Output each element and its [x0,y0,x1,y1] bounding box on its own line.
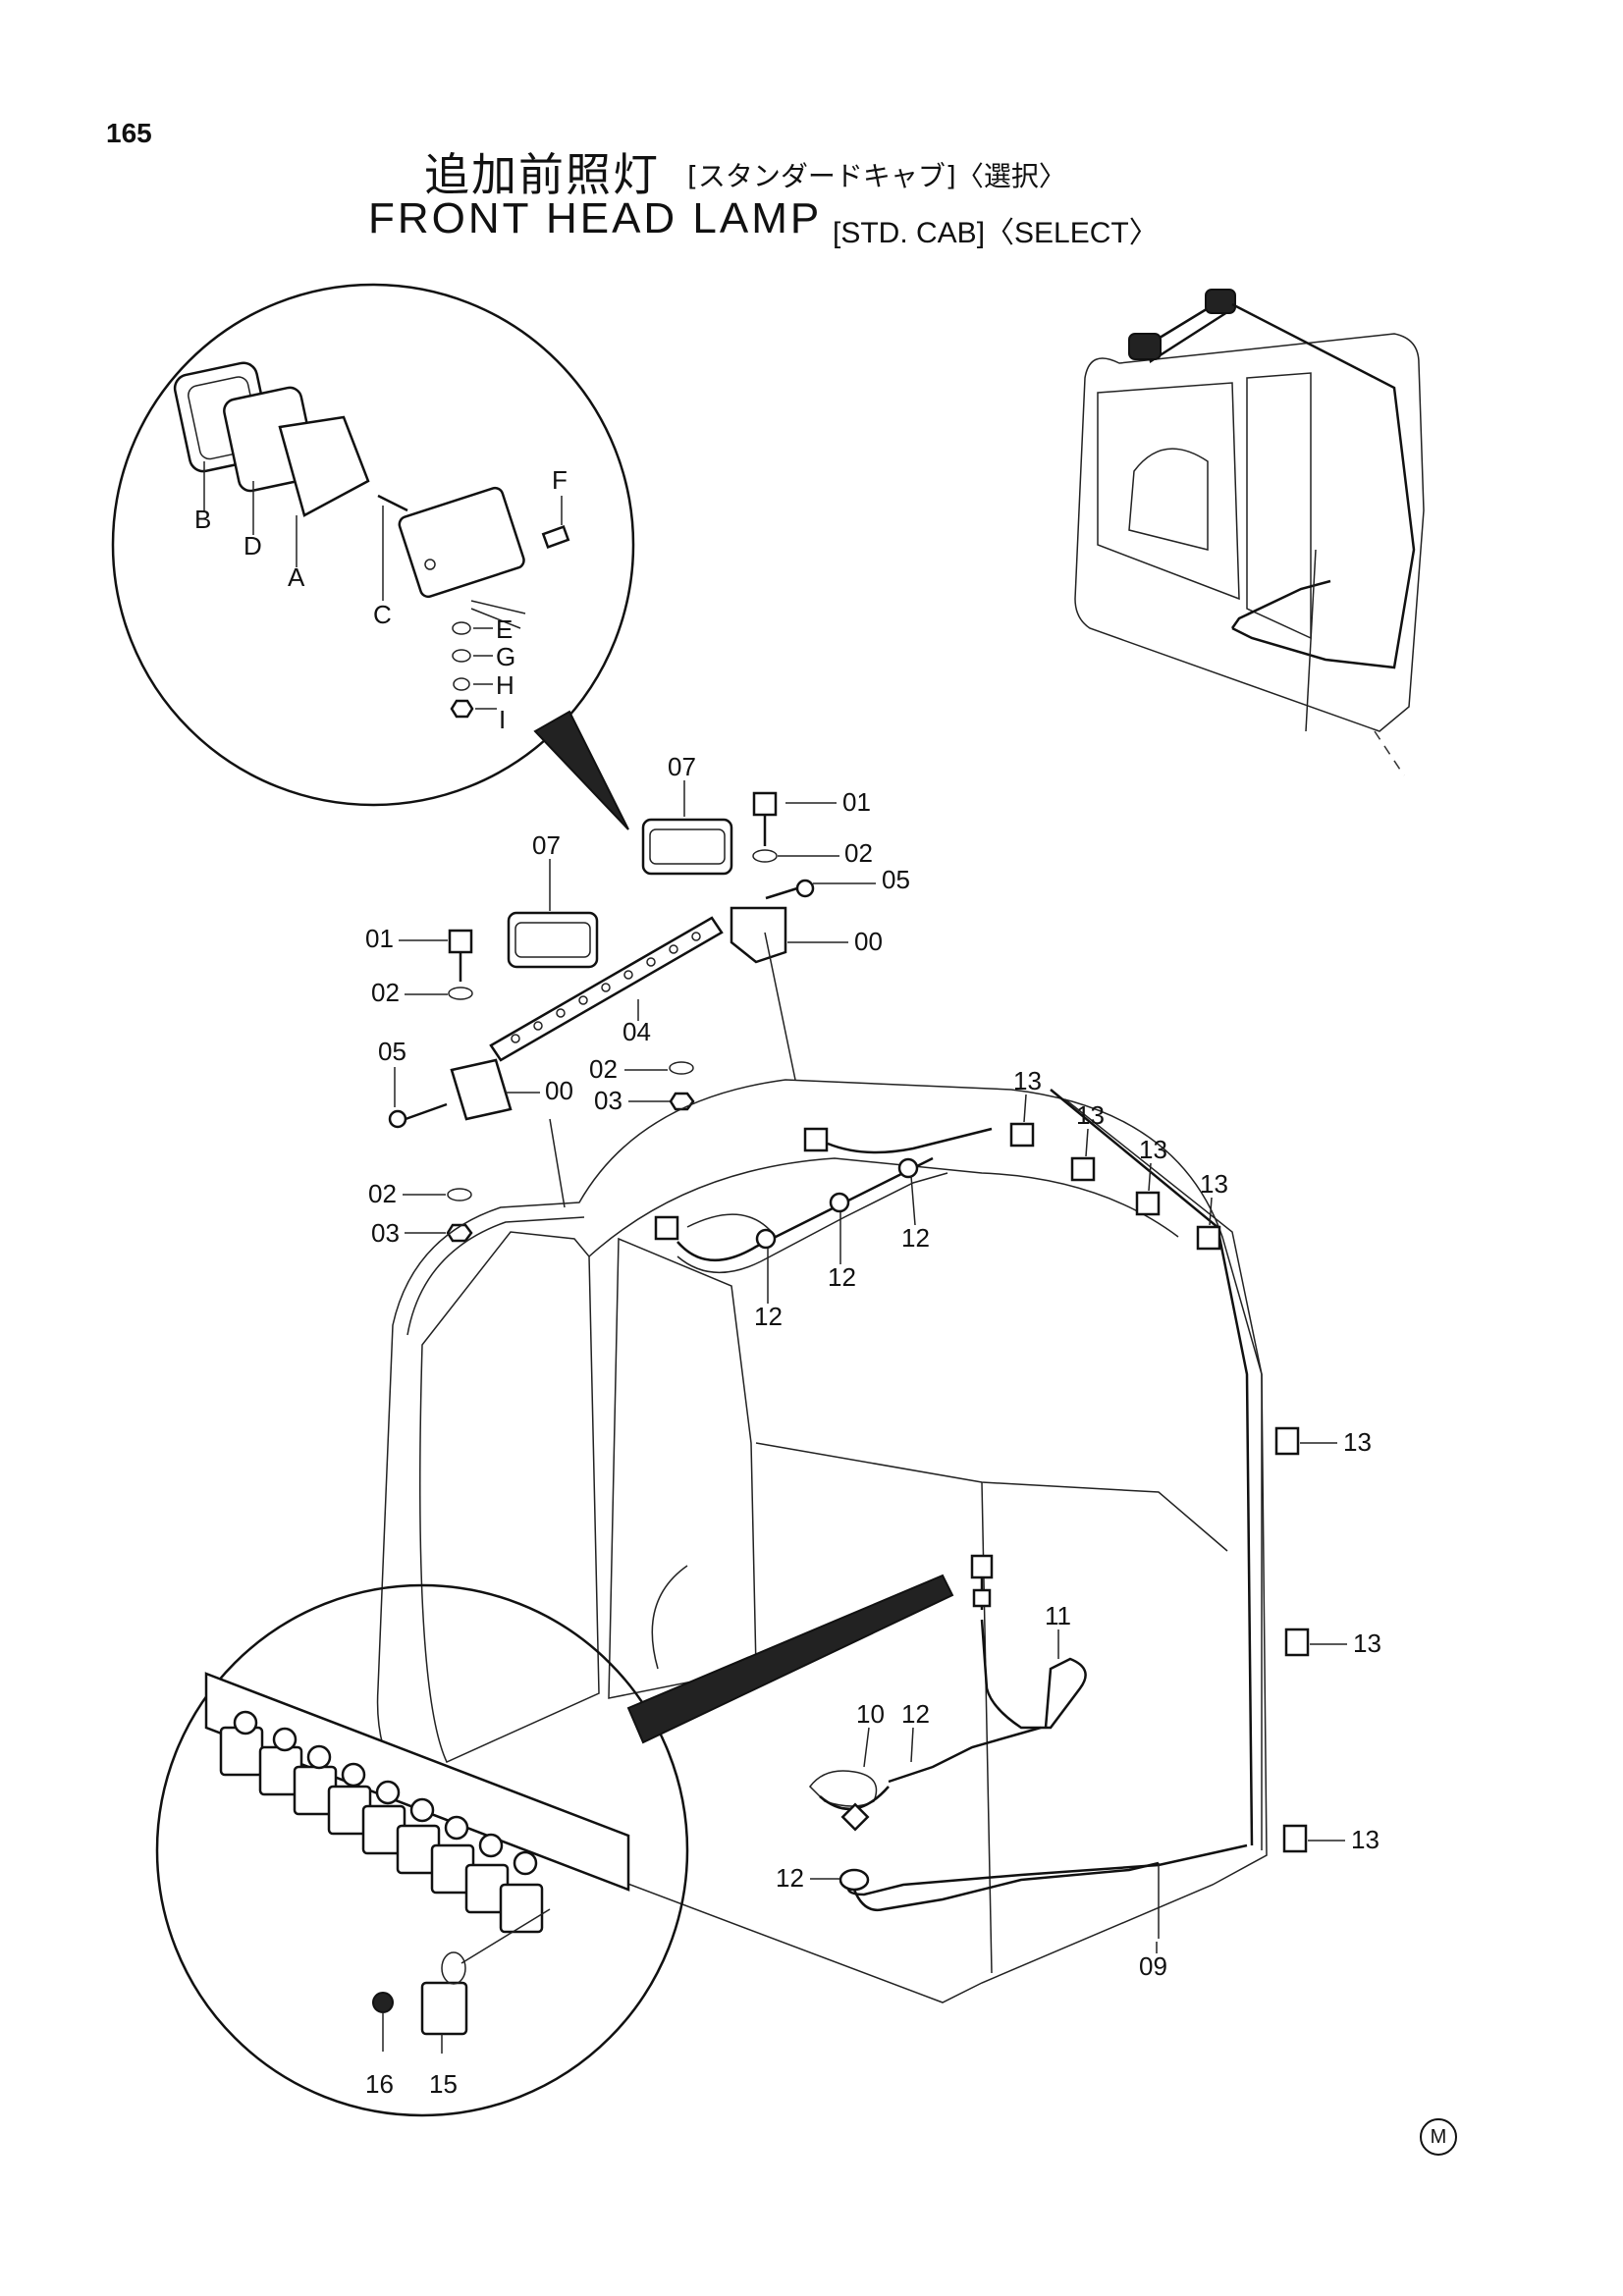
callout-13-4: 13 [1200,1169,1228,1199]
callout-12-d: 12 [901,1699,930,1729]
callout-13-6: 13 [1353,1629,1381,1658]
lamp-detail-view [111,283,635,830]
callout-03-mid: 03 [594,1086,622,1115]
detail-letter-H: H [496,670,514,700]
relay-detail-view [155,1574,954,2117]
callout-11: 11 [1045,1601,1071,1630]
callout-01-upper: 01 [842,787,871,817]
title-english: FRONT HEAD LAMP [368,194,823,242]
title-english-sub: [STD. CAB]〈SELECT〉 [833,217,1159,249]
callout-13-2: 13 [1076,1100,1105,1130]
callout-12-b: 12 [828,1262,856,1292]
title-japanese-sub: [スタンダードキャブ]〈選択〉 [687,160,1066,192]
callout-13-5: 13 [1343,1427,1372,1457]
callout-15: 15 [429,2069,458,2099]
callout-07-upper: 07 [668,752,696,781]
detail-letter-E: E [496,614,513,644]
callout-00-lower: 00 [545,1076,573,1105]
callout-01-lower: 01 [365,924,394,953]
callout-05-lower: 05 [378,1037,406,1066]
callout-00-upper: 00 [854,927,883,956]
title-japanese: 追加前照灯 [424,148,660,201]
page-number: 165 [106,118,152,148]
cab-overview [1074,289,1425,776]
callout-02-mid: 02 [589,1054,618,1084]
main-exploded-parts [388,791,815,1243]
callout-02-upper: 02 [844,838,873,868]
callout-10: 10 [856,1699,885,1729]
detail-letter-C: C [373,600,392,629]
callout-12-a: 12 [901,1223,930,1253]
clip-13-row [1009,1122,1310,1853]
callout-12-e: 12 [776,1863,804,1893]
detail-letter-G: G [496,642,515,671]
callout-02-lower: 02 [368,1179,397,1208]
detail-letter-A: A [288,562,305,592]
detail-letter-D: D [243,531,262,561]
callout-02-left: 02 [371,978,400,1007]
callout-12-c: 12 [754,1302,783,1331]
callout-07-lower: 07 [532,830,561,860]
callout-03-lower: 03 [371,1218,400,1248]
relay-row [219,1710,544,1934]
detail-letter-I: I [499,705,506,734]
callout-13-3: 13 [1139,1135,1167,1164]
callout-13-7: 13 [1351,1825,1380,1854]
machine-mark-icon: M [1420,2118,1457,2156]
detail-letter-B: B [194,505,211,534]
cab-body [376,1079,1268,2003]
harnesses [654,1122,1310,1912]
callout-13-1: 13 [1013,1066,1042,1095]
callout-09: 09 [1139,1951,1167,1981]
callout-05-upper: 05 [882,865,910,894]
callout-16: 16 [365,2069,394,2099]
detail-letter-F: F [552,465,568,495]
callout-04: 04 [622,1017,651,1046]
